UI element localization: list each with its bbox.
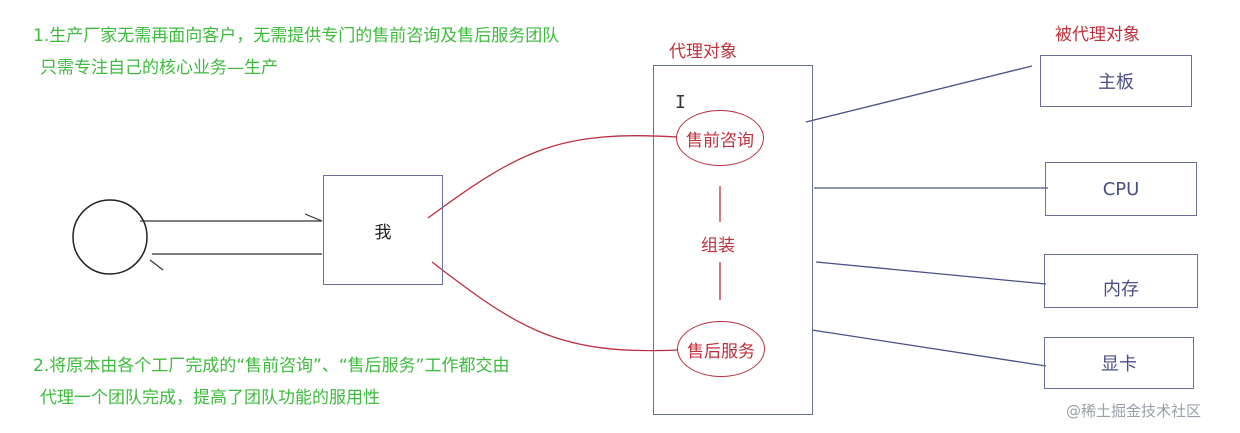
note2-line2: 代理一个团队完成，提高了团队功能的服用性 bbox=[40, 388, 380, 408]
line-to-gpu bbox=[811, 329, 1047, 367]
target-label: 内存 bbox=[1103, 279, 1139, 300]
note1-line2: 只需专注自己的核心业务—生产 bbox=[40, 58, 278, 78]
watermark: @稀土掘金技术社区 bbox=[1066, 402, 1202, 420]
presale-label: 售前咨询 bbox=[686, 130, 754, 151]
assemble-label: 组装 bbox=[701, 236, 735, 256]
line-to-mainboard bbox=[805, 65, 1033, 123]
target-label: 主板 bbox=[1098, 72, 1134, 93]
target-box-mainboard: 主板 bbox=[1040, 55, 1192, 107]
proxy-object-box bbox=[653, 65, 813, 415]
aftersale-ellipse: 售后服务 bbox=[677, 321, 765, 377]
proxy-title: 代理对象 bbox=[669, 42, 737, 62]
presale-ellipse: 售前咨询 bbox=[676, 110, 764, 166]
curve-presale bbox=[427, 135, 678, 219]
target-box-gpu: 显卡 bbox=[1044, 337, 1194, 389]
note1-line1: 1.生产厂家无需再面向客户，无需提供专门的售前咨询及售后服务团队 bbox=[33, 26, 560, 46]
target-box-memory: 内存 bbox=[1044, 254, 1198, 308]
person-head-icon bbox=[72, 199, 148, 275]
me-box: 我 bbox=[323, 175, 443, 285]
target-label: CPU bbox=[1102, 178, 1140, 200]
target-label: 显卡 bbox=[1101, 354, 1137, 375]
proxied-title: 被代理对象 bbox=[1055, 25, 1140, 45]
me-label: 我 bbox=[374, 222, 392, 243]
aftersale-label: 售后服务 bbox=[687, 341, 755, 362]
target-box-cpu: CPU bbox=[1045, 162, 1197, 216]
curve-aftersale bbox=[431, 261, 679, 352]
cursor-icon: I bbox=[675, 92, 686, 113]
note2-line1: 2.将原本由各个工厂完成的“售前咨询”、“售后服务”工作都交由 bbox=[33, 356, 510, 376]
line-to-memory bbox=[815, 261, 1047, 285]
